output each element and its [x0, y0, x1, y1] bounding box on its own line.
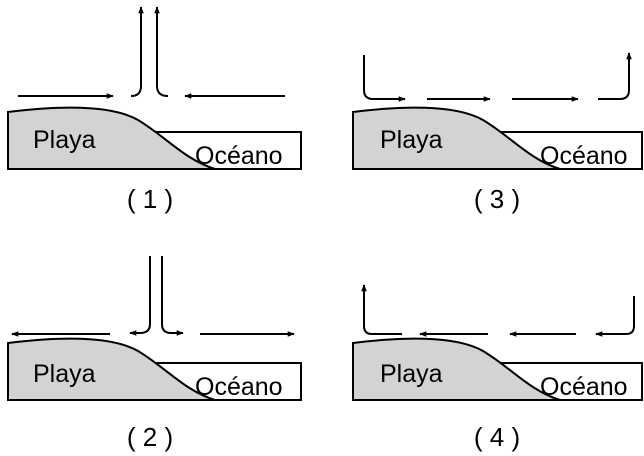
feeder-current-arrow — [161, 256, 184, 336]
beach-label: Playa — [380, 360, 443, 388]
panel-caption: ( 3 ) — [474, 184, 520, 214]
beach-shape — [352, 106, 561, 170]
panel-caption: ( 2 ) — [127, 422, 173, 452]
beach-shape — [7, 337, 216, 401]
ocean-label: Océano — [540, 373, 628, 401]
longshore-current-arrow — [363, 55, 406, 102]
panel-4: Playa Océano ( 4 ) — [352, 284, 643, 452]
panel-caption: ( 1 ) — [127, 184, 173, 214]
beach-label: Playa — [380, 126, 443, 154]
longshore-current-arrow — [598, 52, 632, 100]
rip-current-arrow — [130, 6, 144, 97]
rip-current-arrow — [154, 6, 169, 97]
panel-2: Playa Océano ( 2 ) — [7, 256, 302, 452]
ocean-label: Océano — [195, 373, 283, 401]
beach-label: Playa — [33, 360, 96, 388]
beach-shape — [7, 106, 216, 170]
feeder-current-arrow — [129, 256, 151, 336]
ocean-label: Océano — [540, 142, 628, 170]
beach-shape — [352, 337, 561, 401]
beach-label: Playa — [33, 126, 96, 154]
ocean-label: Océano — [195, 142, 283, 170]
longshore-current-arrow — [595, 296, 635, 337]
panel-1: Playa Océano ( 1 ) — [7, 6, 302, 214]
longshore-current-arrow — [361, 284, 402, 335]
panel-3: Playa Océano ( 3 ) — [352, 52, 643, 214]
panel-caption: ( 4 ) — [474, 422, 520, 452]
